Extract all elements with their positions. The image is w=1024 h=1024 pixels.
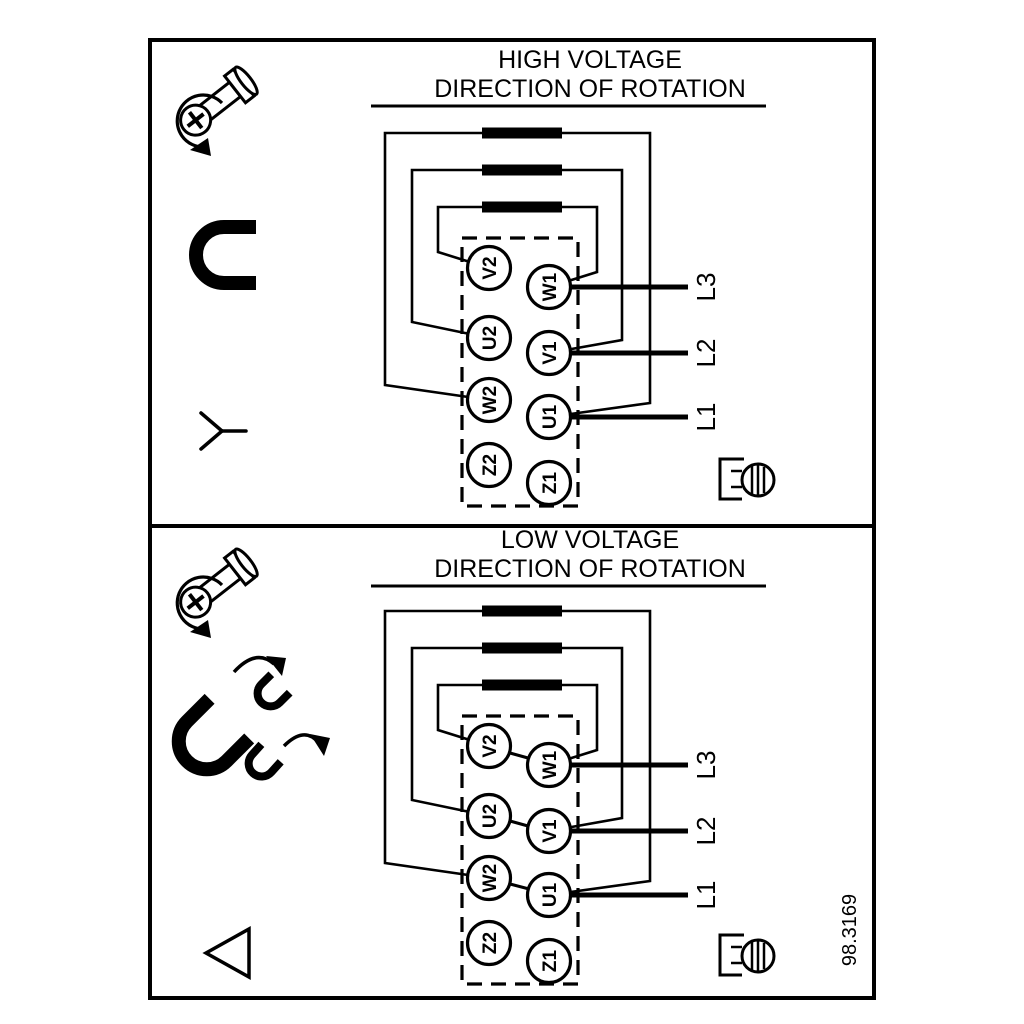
terminal-label-v1: V1 [540, 341, 561, 365]
terminal-label-u1: U1 [540, 882, 561, 907]
panel-title: LOW VOLTAGE [501, 526, 679, 554]
panel-title: HIGH VOLTAGE [498, 46, 682, 74]
terminal-label-w1: W1 [540, 750, 561, 779]
supply-line-label-l1: L1 [691, 403, 721, 432]
panel-subtitle: DIRECTION OF ROTATION [434, 75, 746, 103]
supply-line-label-l3: L3 [691, 273, 721, 302]
terminal-label-z2: Z2 [480, 932, 501, 954]
terminal-label-w1: W1 [540, 272, 561, 301]
terminal-label-v1: V1 [540, 819, 561, 843]
terminal-label-v2: V2 [480, 734, 501, 757]
diagram-border [148, 38, 876, 1000]
terminal-label-w2: W2 [480, 864, 501, 893]
terminal-label-u2: U2 [480, 804, 501, 828]
delta-connection-icon [202, 926, 251, 980]
terminal-label-v2: V2 [480, 256, 501, 279]
low-voltage-panel: LOW VOLTAGE DIRECTION OF ROTATION V2 U2 … [167, 526, 861, 984]
supply-line-label-l2: L2 [691, 339, 721, 368]
supply-line-label-l2: L2 [691, 817, 721, 846]
star-connection-icon [199, 411, 248, 451]
terminal-label-z2: Z2 [480, 454, 501, 476]
terminal-label-u2: U2 [480, 326, 501, 350]
supply-line-label-l3: L3 [691, 751, 721, 780]
high-voltage-panel: HIGH VOLTAGE DIRECTION OF ROTATION V2 U2… [171, 46, 776, 506]
figure-number: 98.3169 [839, 894, 861, 966]
terminal-label-z1: Z1 [540, 471, 561, 494]
terminal-label-u1: U1 [540, 404, 561, 429]
delta-jumper-links [509, 751, 530, 891]
supply-line-label-l1: L1 [691, 881, 721, 910]
terminal-label-w2: W2 [480, 386, 501, 415]
terminal-label-z1: Z1 [540, 949, 561, 972]
jumper-reposition-icon [167, 655, 330, 782]
panel-subtitle: DIRECTION OF ROTATION [434, 555, 746, 583]
